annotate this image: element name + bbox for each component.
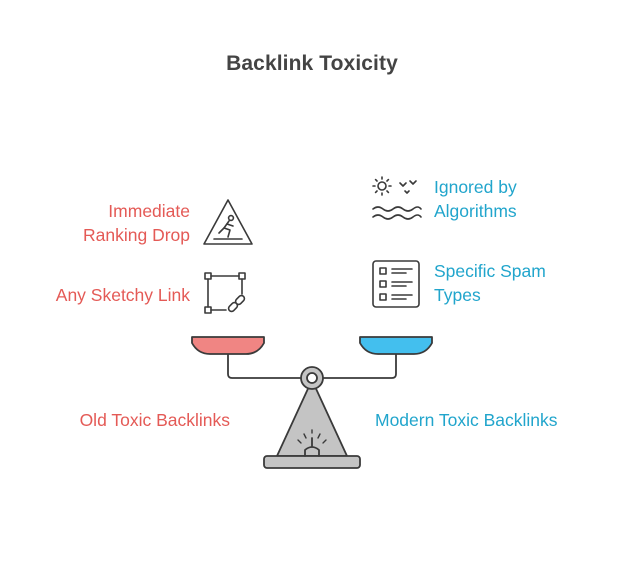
- item-immediate-ranking-drop-line1: Immediate: [108, 201, 190, 221]
- item-ignored-by-algorithms: Ignored by Algorithms: [434, 175, 604, 223]
- item-any-sketchy-link: Any Sketchy Link: [55, 285, 190, 305]
- sun-birds-waves-icon: [372, 176, 422, 220]
- left-pan: [191, 336, 265, 355]
- item-specific-spam-types: Specific Spam Types: [434, 259, 604, 307]
- link-selection-icon: [204, 272, 246, 314]
- item-immediate-ranking-drop: Immediate Ranking Drop: [40, 199, 190, 247]
- item-ignored-by-algorithms-line1: Ignored by: [434, 177, 517, 197]
- right-pan: [359, 336, 433, 355]
- diagram-title: Backlink Toxicity: [226, 52, 398, 75]
- old-toxic-backlinks-label: Old Toxic Backlinks: [79, 410, 230, 430]
- item-specific-spam-types-line1: Specific Spam: [434, 261, 546, 281]
- item-specific-spam-types-line2: Types: [434, 285, 481, 305]
- item-immediate-ranking-drop-line2: Ranking Drop: [83, 225, 190, 245]
- modern-toxic-backlinks-label: Modern Toxic Backlinks: [375, 410, 558, 430]
- item-ignored-by-algorithms-line2: Algorithms: [434, 201, 517, 221]
- checklist-icon: [372, 260, 420, 308]
- falling-person-warning-icon: [203, 199, 253, 245]
